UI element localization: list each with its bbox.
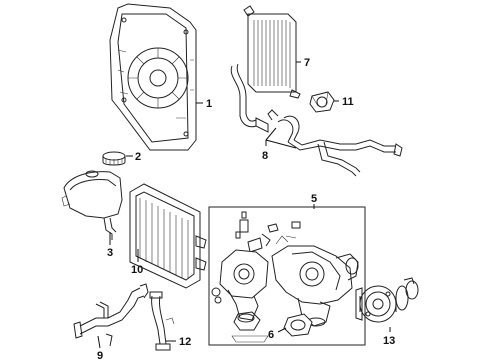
callout-2: 2 <box>135 151 141 163</box>
thermostat-housing-part <box>309 91 335 113</box>
outlet-flange-part <box>283 313 313 337</box>
callout-3: 3 <box>107 247 113 259</box>
lower-hose-part <box>73 283 149 347</box>
callout-9: 9 <box>97 350 103 360</box>
radiator-part <box>129 183 207 289</box>
water-pump-assembly-box <box>208 206 366 346</box>
fan-shroud-part <box>109 3 197 151</box>
pump-pulley-part <box>355 277 419 323</box>
callout-1: 1 <box>206 98 212 110</box>
callout-10: 10 <box>131 264 143 276</box>
callout-11: 11 <box>342 96 354 108</box>
coolant-hose-set-part <box>230 63 403 177</box>
callout-7: 7 <box>304 57 310 69</box>
callout-8: 8 <box>262 150 268 162</box>
callout-6: 6 <box>268 329 274 341</box>
auxiliary-radiator-part <box>243 5 301 99</box>
reservoir-cap-part <box>102 151 126 166</box>
callout-13: 13 <box>383 335 395 347</box>
callout-12: 12 <box>179 336 191 348</box>
callout-5: 5 <box>311 193 317 205</box>
expansion-tank-part <box>61 170 123 240</box>
callout-leaders <box>97 61 391 349</box>
bypass-hose-part <box>149 291 175 351</box>
